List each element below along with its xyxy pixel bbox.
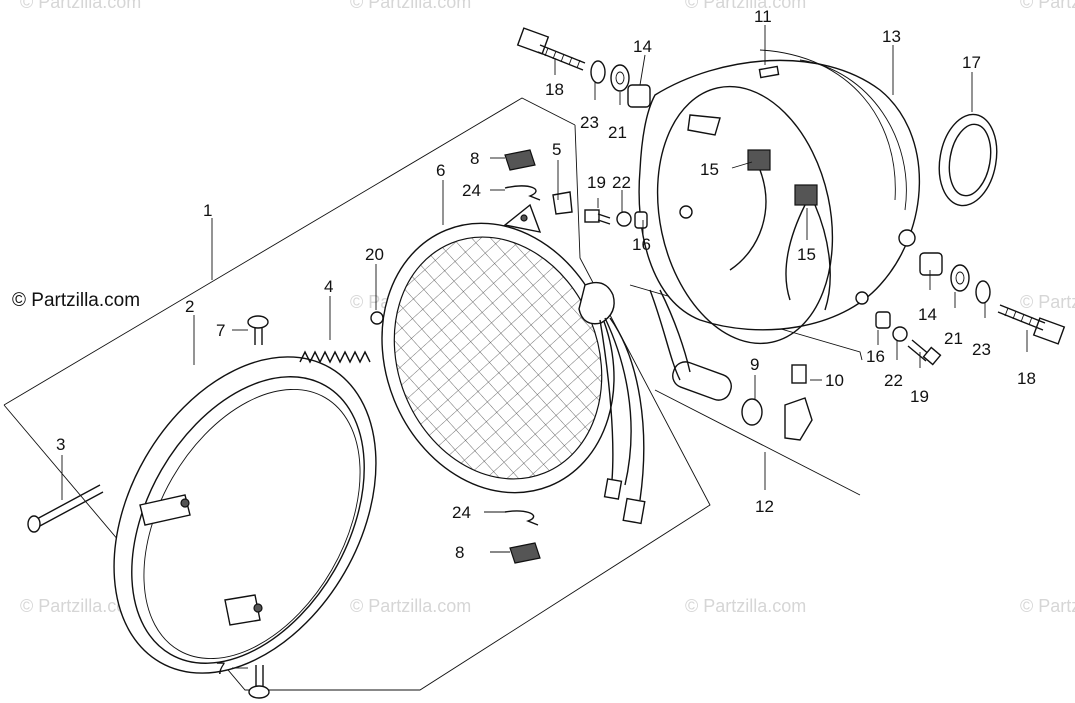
label-14b: 14 <box>918 305 937 324</box>
label-14a: 14 <box>633 37 652 56</box>
headlight-rim <box>113 356 377 674</box>
long-screw <box>27 484 104 533</box>
label-3: 3 <box>56 435 65 454</box>
label-24a: 24 <box>462 181 481 200</box>
label-15b: 15 <box>797 245 816 264</box>
label-9: 9 <box>750 355 759 374</box>
grommet <box>938 113 998 207</box>
label-19a: 19 <box>587 173 606 192</box>
watermark: © Partzilla.com <box>20 0 141 12</box>
screw-top <box>247 315 269 345</box>
label-8b: 8 <box>455 543 464 562</box>
label-12: 12 <box>755 497 774 516</box>
label-17: 17 <box>962 53 981 72</box>
label-5: 5 <box>552 140 561 159</box>
small-bolts <box>584 209 942 366</box>
label-16a: 16 <box>632 235 651 254</box>
label-2: 2 <box>185 297 194 316</box>
bulb-socket-assembly <box>649 289 813 441</box>
adjusting-nut <box>370 311 384 325</box>
label-1: 1 <box>203 201 212 220</box>
part-labels: 1 2 3 4 5 6 7 7 8 8 9 10 11 12 13 14 14 … <box>56 7 1036 678</box>
label-15a: 15 <box>700 160 719 179</box>
screw-bottom <box>248 665 270 699</box>
headlight-case <box>638 49 921 345</box>
label-11: 11 <box>754 7 772 26</box>
label-23a: 23 <box>580 113 599 132</box>
label-18b: 18 <box>1017 369 1036 388</box>
adjusting-spring <box>299 350 371 364</box>
label-23b: 23 <box>972 340 991 359</box>
label-22a: 22 <box>612 173 631 192</box>
watermark: © Partzilla.com <box>685 0 806 12</box>
watermarks: © Partzilla.com © Partzilla.com © Partzi… <box>20 0 1075 616</box>
label-10: 10 <box>825 371 844 390</box>
watermark: © Partzilla.com <box>350 596 471 616</box>
label-18a: 18 <box>545 80 564 99</box>
watermark: © Partzilla.com <box>1020 596 1075 616</box>
watermark: © Partzilla.com <box>350 0 471 12</box>
label-19b: 19 <box>910 387 929 406</box>
lens-wiring <box>599 317 646 525</box>
watermark: © Partzilla.com <box>1020 292 1075 312</box>
watermark: © Partzilla.com <box>685 596 806 616</box>
label-8a: 8 <box>470 149 479 168</box>
label-16b: 16 <box>866 347 885 366</box>
label-21b: 21 <box>944 329 963 348</box>
leader-lines <box>61 25 1028 669</box>
copyright-notice: © Partzilla.com <box>12 290 141 311</box>
clips <box>504 149 573 564</box>
label-13: 13 <box>882 27 901 46</box>
washers-left <box>590 60 651 108</box>
label-4: 4 <box>324 277 333 296</box>
washers-right <box>919 252 991 304</box>
sealed-beam-unit <box>381 203 615 494</box>
label-24b: 24 <box>452 503 471 522</box>
watermark: © Partzilla.com <box>1020 0 1075 12</box>
mounting-bolt-left <box>516 27 586 71</box>
label-21a: 21 <box>608 123 627 142</box>
label-6: 6 <box>436 161 445 180</box>
label-7a: 7 <box>216 321 225 340</box>
watermark: © Partzilla.com <box>20 596 141 616</box>
mounting-bolt-right <box>997 304 1066 345</box>
label-7b: 7 <box>216 659 225 678</box>
label-22b: 22 <box>884 371 903 390</box>
label-20: 20 <box>365 245 384 264</box>
